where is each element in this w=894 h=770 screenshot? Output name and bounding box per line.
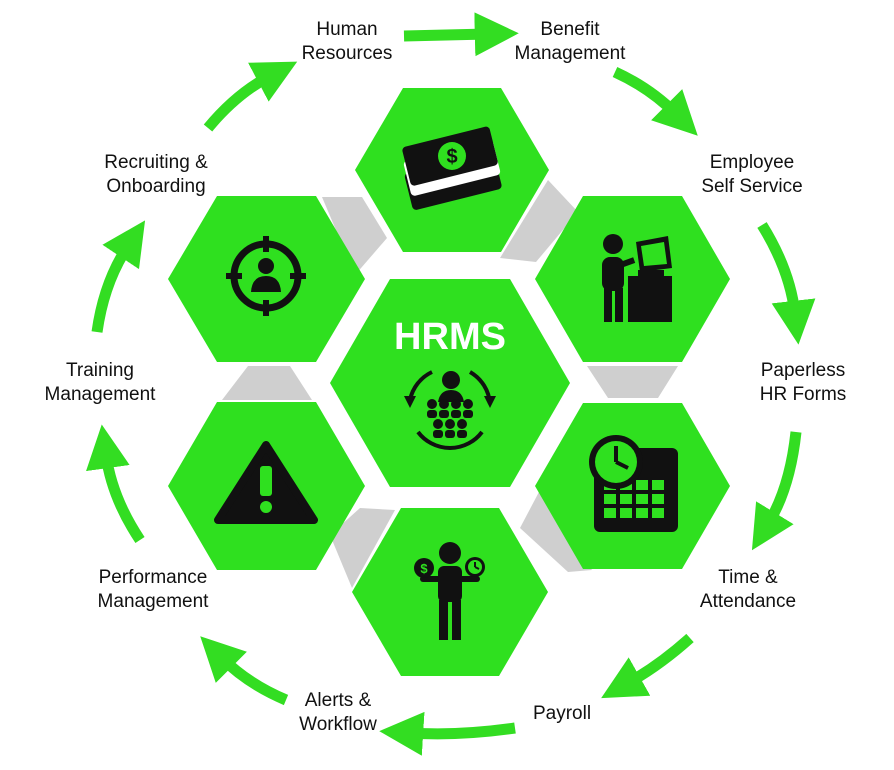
center-title: HRMS <box>394 316 506 358</box>
label-benefit-management: Benefit Management <box>515 18 626 66</box>
connector-selfservice-time <box>587 366 678 398</box>
label-line: Employee <box>709 152 795 173</box>
label-line: Alerts & <box>304 690 372 711</box>
label-line: Management <box>514 43 626 64</box>
label-line: Recruiting & <box>104 152 208 173</box>
arrow-7 <box>200 636 289 706</box>
balance-person-icon: $ <box>414 542 485 640</box>
connector-payroll-performance <box>330 508 395 588</box>
label-payroll: Payroll <box>533 702 591 726</box>
svg-text:$: $ <box>446 146 457 168</box>
connector-performance-recruiting <box>222 366 312 400</box>
label-line: Management <box>97 591 209 612</box>
label-alerts-workflow: Alerts & Workflow <box>299 689 377 737</box>
arrow-3 <box>757 222 816 345</box>
label-line: HR Forms <box>759 384 847 405</box>
arrow-5 <box>601 633 694 699</box>
label-training-management: Training Management <box>45 359 156 407</box>
label-line: Benefit <box>540 19 600 40</box>
label-line: Time & <box>718 567 778 588</box>
label-line: Resources <box>301 43 393 64</box>
person-at-kiosk-icon <box>602 234 672 322</box>
team-cycle-icon <box>404 370 496 450</box>
label-line: Self Service <box>701 176 803 197</box>
arrow-6 <box>379 711 516 756</box>
label-time-attendance: Time & Attendance <box>700 566 796 614</box>
svg-text:$: $ <box>420 561 428 576</box>
label-line: Onboarding <box>106 176 206 197</box>
warning-triangle-icon <box>214 441 318 524</box>
hex-connectors <box>222 180 678 588</box>
label-line: Workflow <box>299 714 377 735</box>
label-line: Human <box>316 19 378 40</box>
label-line: Payroll <box>532 703 592 724</box>
connector-recruiting-benefit <box>322 197 387 275</box>
label-paperless-hr-forms: Paperless HR Forms <box>760 359 847 407</box>
label-performance-management: Performance Management <box>98 566 209 614</box>
connector-benefit-selfservice <box>500 180 578 262</box>
label-line: Paperless <box>760 360 846 381</box>
label-line: Performance <box>98 567 208 588</box>
arrow-1 <box>403 12 519 57</box>
label-recruiting-onboarding: Recruiting & Onboarding <box>104 151 208 199</box>
arrow-9 <box>91 220 146 333</box>
arrow-8 <box>86 424 145 544</box>
cycle-arrows <box>86 12 816 756</box>
arrow-4 <box>751 431 802 551</box>
arrow-10 <box>203 61 298 132</box>
label-line: Attendance <box>699 591 797 612</box>
label-line: Management <box>44 384 156 405</box>
label-human-resources: Human Resources <box>302 18 393 66</box>
label-employee-self-service: Employee Self Service <box>701 151 802 199</box>
arrow-2 <box>612 66 698 136</box>
money-stack-icon: $ <box>402 126 502 210</box>
label-line: Training <box>66 360 134 381</box>
clock-calendar-icon <box>589 435 678 532</box>
target-person-icon <box>226 236 306 316</box>
